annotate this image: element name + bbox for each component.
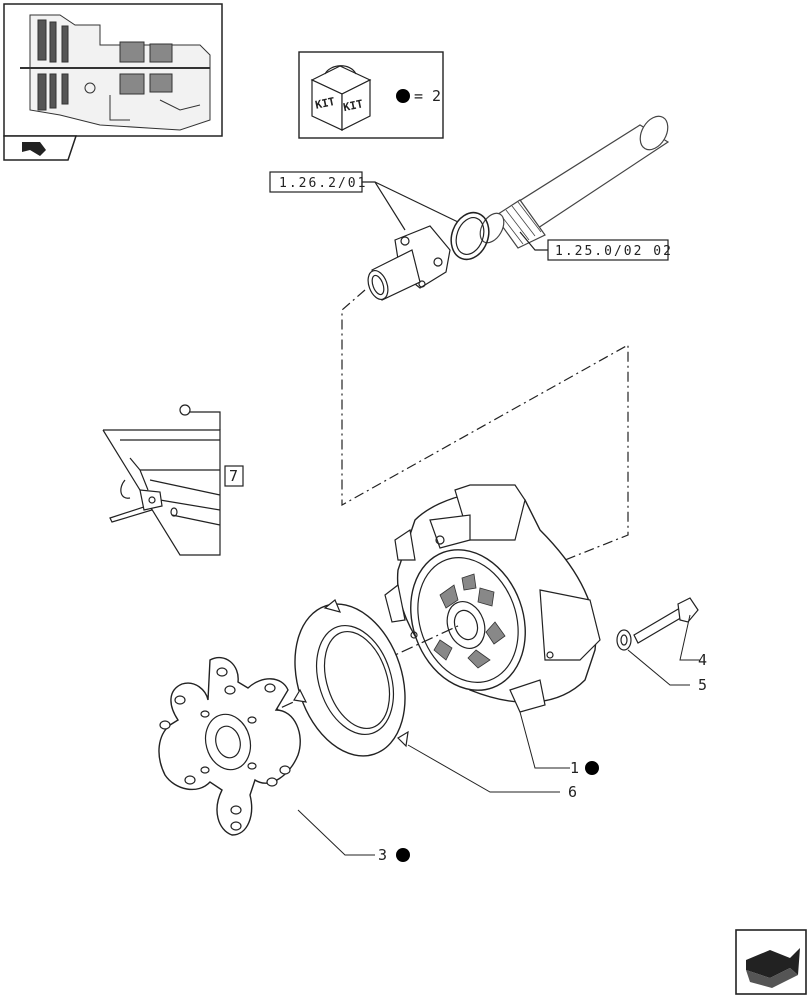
kit-bullet-1-icon <box>585 761 599 775</box>
svg-text:1.26.2/01: 1.26.2/01 <box>279 176 367 191</box>
release-bearing-sleeve <box>367 225 451 301</box>
callout-1: 1 <box>570 759 579 777</box>
kit-box-icon: KIT KIT <box>310 65 372 131</box>
input-shaft <box>479 115 670 249</box>
svg-text:1.25.0/02 02: 1.25.0/02 02 <box>555 244 673 259</box>
callout-leaders <box>297 614 700 856</box>
svg-text:7: 7 <box>229 467 238 485</box>
reference-1-25-0-02-02[interactable]: 1.25.0/02 02 <box>519 231 673 261</box>
clutch-disc <box>158 656 301 836</box>
reference-7[interactable]: 7 <box>224 465 244 487</box>
kit-label-left: KIT <box>314 95 337 112</box>
next-page-arrow-icon[interactable] <box>735 929 807 995</box>
callout-3: 3 <box>378 846 387 864</box>
kit-equals-text: = 2 <box>414 87 441 105</box>
assembly-dashed-outline <box>341 289 629 561</box>
section-thumbnail[interactable] <box>3 3 223 161</box>
kit-legend-box: KIT KIT = 2 <box>298 51 444 139</box>
kit-label-right: KIT <box>342 97 365 114</box>
clutch-linkage-parts <box>102 404 221 556</box>
clutch-pressure-plate-assembly <box>384 484 601 713</box>
washer <box>616 629 632 651</box>
o-ring <box>450 211 490 261</box>
callout-4: 4 <box>698 651 707 669</box>
kit-bullet-icon <box>396 89 410 103</box>
page-nav-arrow-icon[interactable] <box>22 142 46 156</box>
callout-5: 5 <box>698 676 707 694</box>
intermediate-plate <box>293 599 409 757</box>
kit-bullet-3-icon <box>396 848 410 862</box>
bolt <box>633 597 699 644</box>
callout-6: 6 <box>568 783 577 801</box>
reference-1-26-2-01[interactable]: 1.26.2/01 <box>269 171 459 231</box>
